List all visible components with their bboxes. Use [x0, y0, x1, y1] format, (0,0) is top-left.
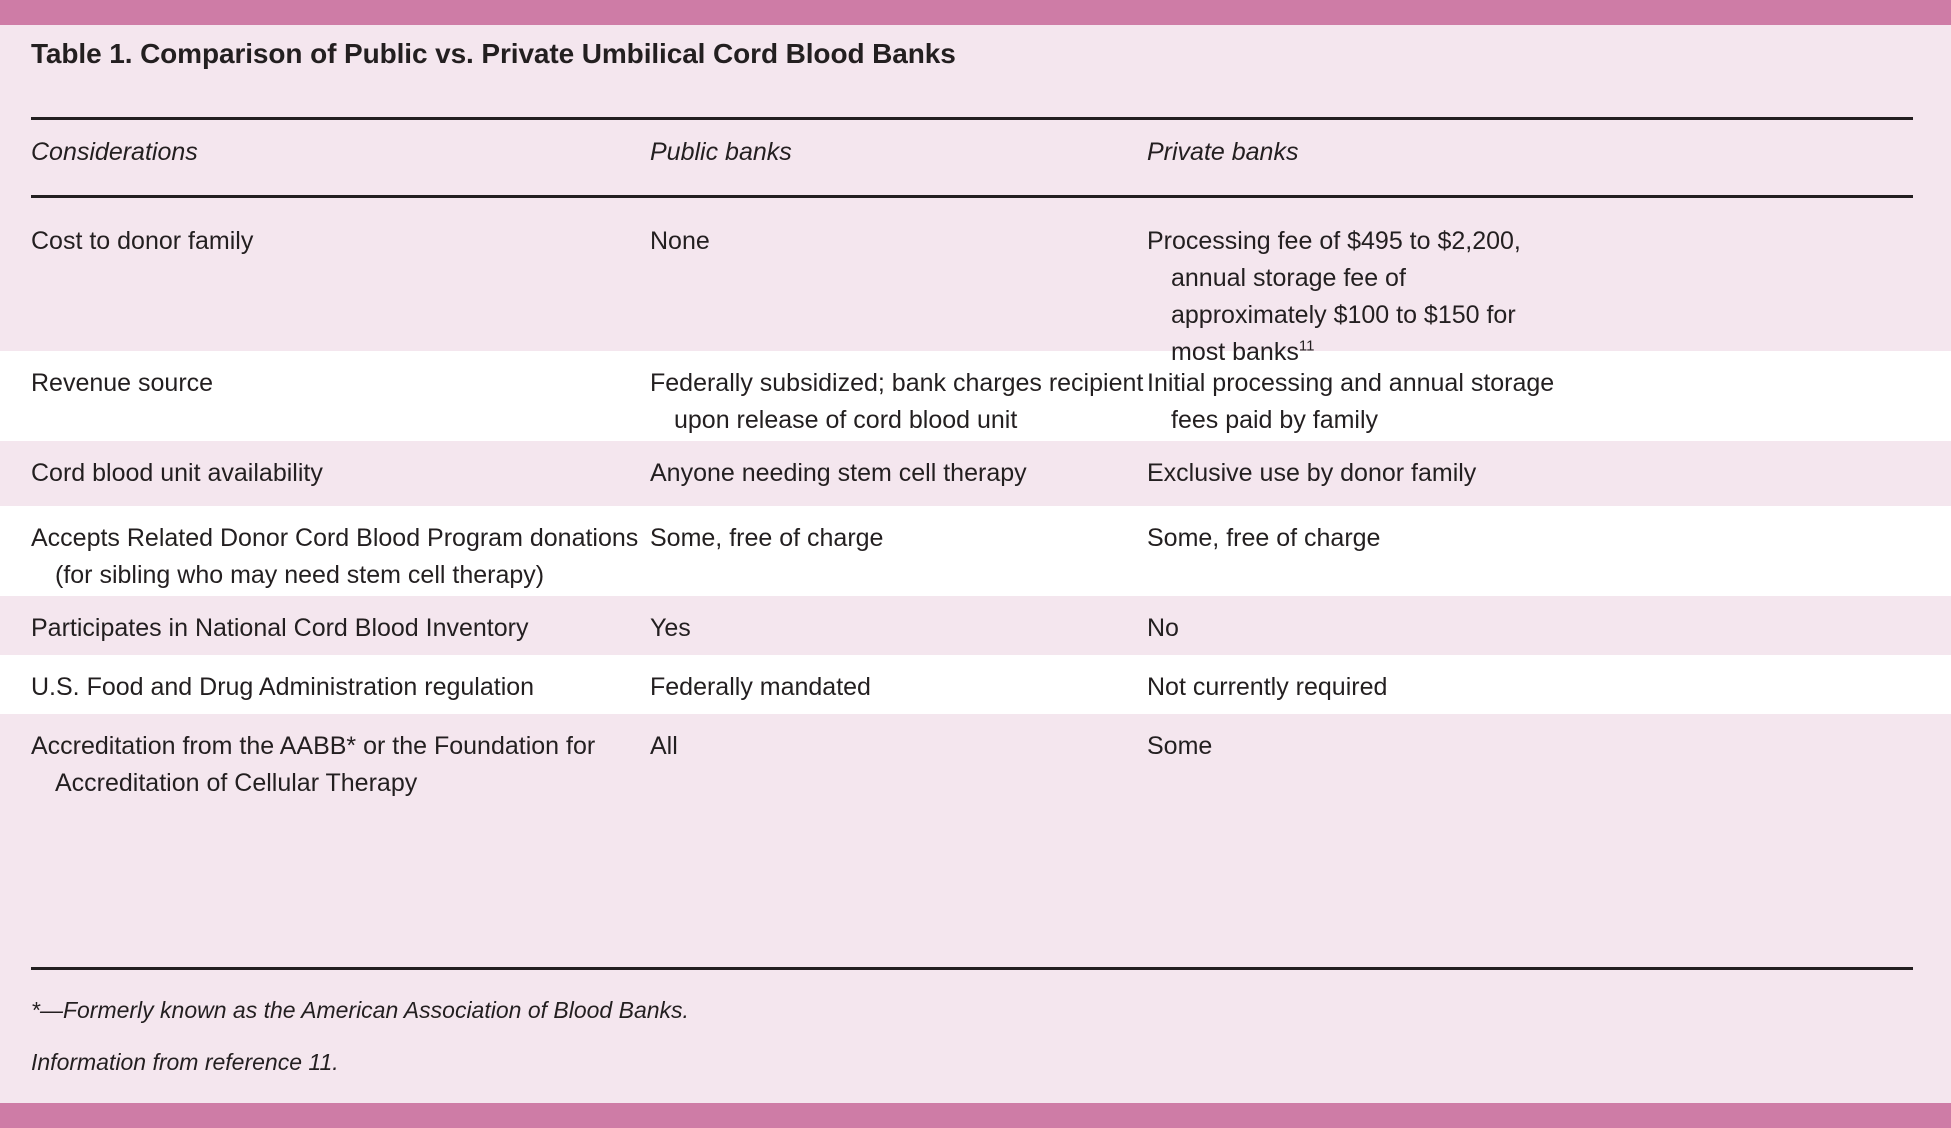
footnote-source: Information from reference 11. — [31, 1049, 339, 1075]
table-cell: Accepts Related Donor Cord Blood Program… — [31, 524, 639, 589]
table-row-band — [0, 209, 1951, 351]
table-row-band — [0, 351, 1951, 441]
table-cell: Revenue source — [31, 369, 214, 397]
table-title: Table 1. Comparison of Public vs. Privat… — [31, 38, 956, 69]
top-accent-bar — [0, 0, 1951, 25]
column-header-considerations: Considerations — [31, 138, 198, 166]
table-row-band — [0, 596, 1951, 655]
table-cell: Some, free of charge — [1147, 524, 1381, 552]
rule-below-header — [31, 195, 1913, 198]
column-header-public-banks: Public banks — [650, 138, 792, 166]
table-cell: Cord blood unit availability — [31, 459, 323, 487]
table-cell: No — [1147, 614, 1179, 642]
table-cell: Exclusive use by donor family — [1147, 459, 1477, 487]
table-cell: Some, free of charge — [650, 524, 884, 552]
table-cell: Participates in National Cord Blood Inve… — [31, 614, 529, 642]
table-cell: Cost to donor family — [31, 227, 254, 255]
bottom-accent-bar — [0, 1103, 1951, 1128]
table-cell: Some — [1147, 732, 1213, 760]
rule-above-footnotes — [31, 967, 1913, 970]
table-row-band — [0, 655, 1951, 714]
table-body: Table 1. Comparison of Public vs. Privat… — [0, 25, 1951, 1103]
footnote-asterisk: *—Formerly known as the American Associa… — [31, 997, 689, 1023]
table-cell: Yes — [650, 614, 691, 642]
column-header-private-banks: Private banks — [1147, 138, 1299, 166]
table-cell: Accreditation from the AABB* or the Foun… — [31, 732, 596, 797]
table-cell: Initial processing and annual storage fe… — [1147, 369, 1555, 434]
footnote-superscript: 11 — [1298, 337, 1315, 355]
table-cell: Federally subsidized; bank charges recip… — [650, 369, 1144, 434]
table-cell: Anyone needing stem cell therapy — [650, 459, 1027, 487]
table-row-band — [0, 714, 1951, 809]
rule-above-header — [31, 117, 1913, 120]
table-row-band — [0, 441, 1951, 506]
table-cell: Processing fee of $495 to $2,200, annual… — [1147, 227, 1521, 366]
table-cell: Not currently required — [1147, 673, 1388, 701]
table-row-band — [0, 506, 1951, 596]
table-cell: Federally mandated — [650, 673, 871, 701]
table-cell: U.S. Food and Drug Administration regula… — [31, 673, 535, 701]
table-cell: None — [650, 227, 710, 255]
table-cell: All — [650, 732, 678, 760]
